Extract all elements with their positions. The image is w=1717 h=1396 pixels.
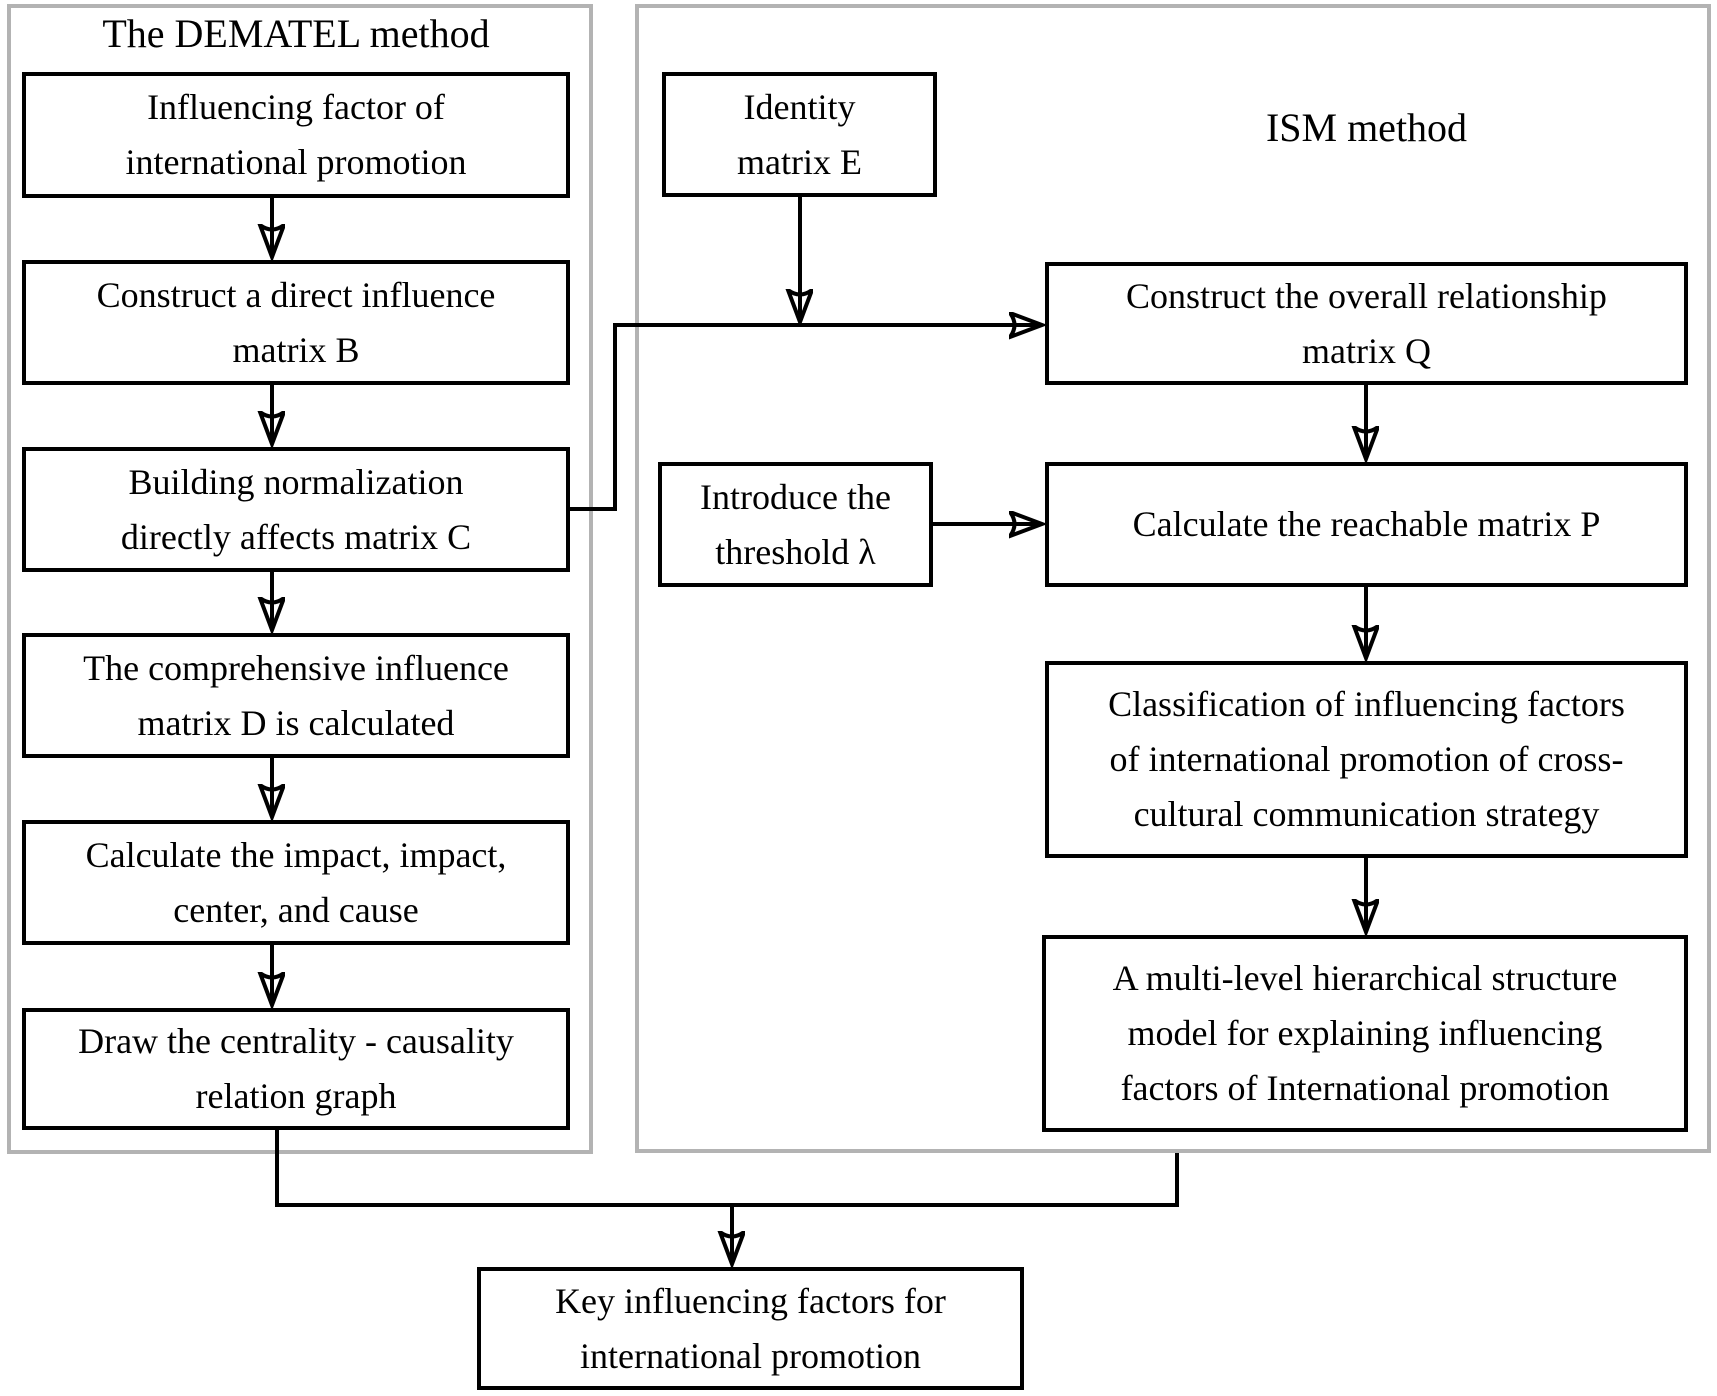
step-influencing-factor: Influencing factor of international prom…	[22, 72, 570, 198]
step-overall-relationship-matrix-q: Construct the overall relationship matri…	[1045, 262, 1688, 385]
step-classification-factors: Classification of influencing factors of…	[1045, 661, 1688, 858]
step-normalization-matrix-c: Building normalization directly affects …	[22, 447, 570, 572]
step-centrality-causality-graph: Draw the centrality - causality relation…	[22, 1008, 570, 1130]
step-direct-influence-matrix-b: Construct a direct influence matrix B	[22, 260, 570, 385]
step-comprehensive-matrix-d: The comprehensive influence matrix D is …	[22, 633, 570, 758]
result-key-factors: Key influencing factors for internationa…	[477, 1267, 1024, 1390]
ism-title: ISM method	[1265, 105, 1468, 150]
input-threshold-lambda: Introduce the threshold λ	[658, 462, 933, 587]
step-calculate-impact: Calculate the impact, impact, center, an…	[22, 820, 570, 945]
step-reachable-matrix-p: Calculate the reachable matrix P	[1045, 462, 1688, 587]
input-identity-matrix-e: Identity matrix E	[662, 72, 937, 197]
step-hierarchical-model: A multi-level hierarchical structure mod…	[1042, 935, 1688, 1132]
dematel-title: The DEMATEL method	[102, 11, 490, 56]
